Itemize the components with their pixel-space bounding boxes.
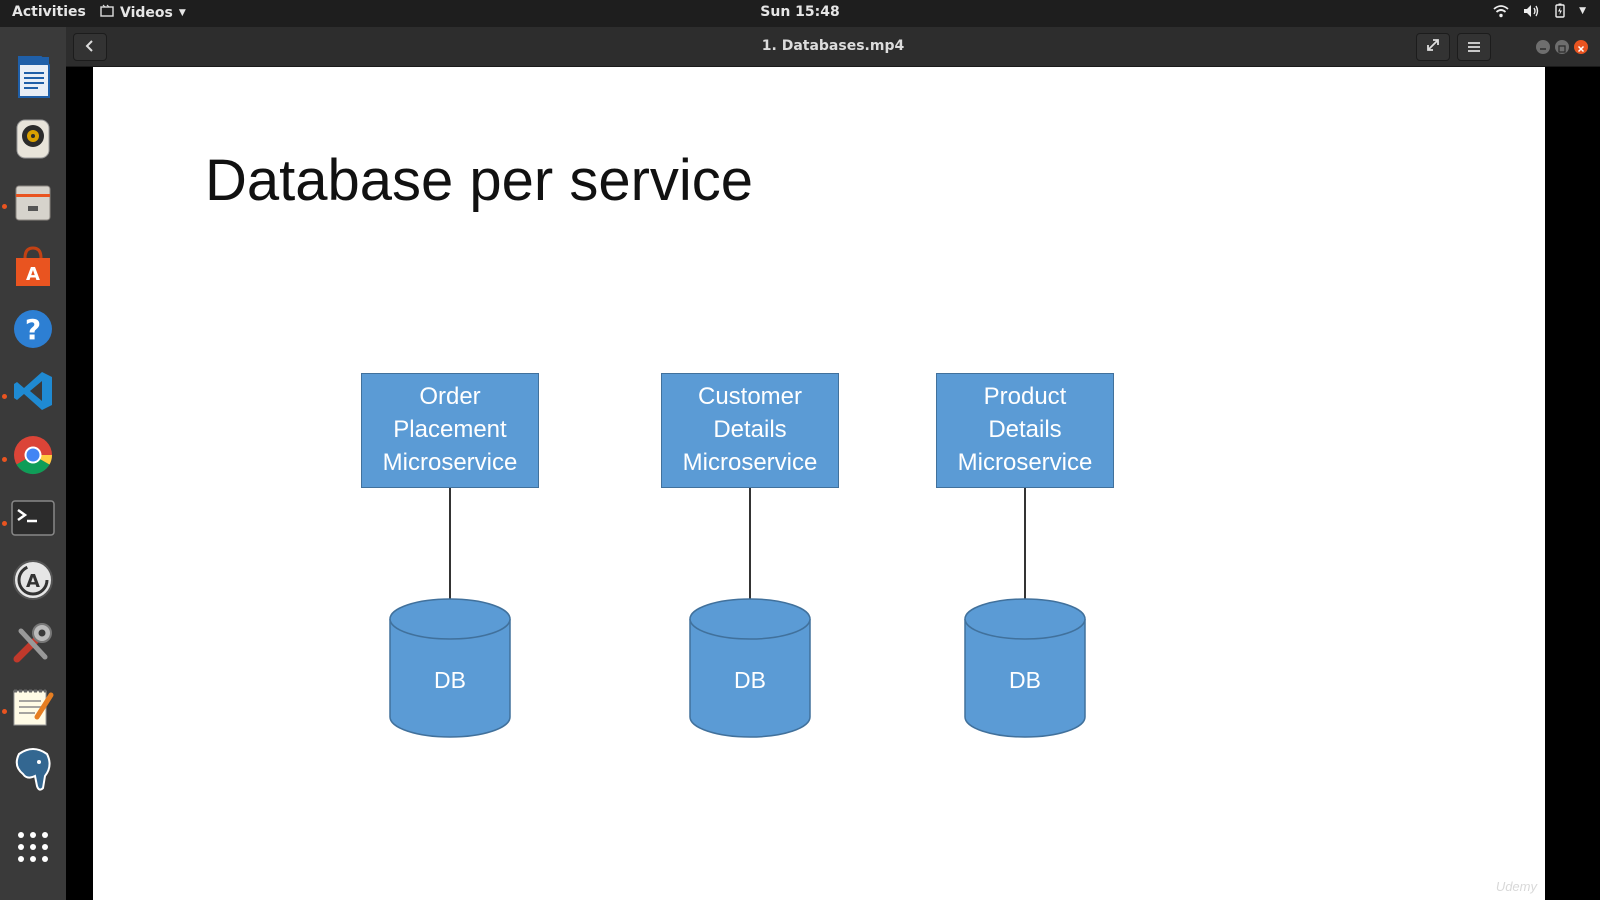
chevron-left-icon (84, 38, 96, 57)
minimize-icon (1539, 38, 1547, 57)
maximize-button[interactable] (1555, 40, 1569, 54)
svg-text:?: ? (25, 313, 41, 346)
running-indicator (2, 204, 7, 209)
service-label: Details (988, 416, 1062, 443)
text-editor-icon (11, 685, 55, 731)
service-label: Microservice (382, 449, 518, 476)
maximize-icon (1558, 38, 1566, 57)
files-icon (12, 182, 54, 228)
dock-item-software-updater[interactable]: A (9, 558, 57, 606)
dock-item-help[interactable]: ? (9, 307, 57, 355)
db-label: DB (1009, 667, 1041, 693)
show-applications-icon (15, 829, 51, 869)
svg-text:A: A (26, 571, 40, 592)
dock: A ? A (0, 27, 66, 900)
clock[interactable]: Sun 15:48 (760, 4, 840, 20)
app-menu-label: Videos (120, 5, 173, 21)
terminal-icon (11, 499, 55, 541)
fullscreen-icon (1425, 37, 1441, 57)
order-placement-service-box: Order Placement Microservice (361, 373, 539, 488)
running-indicator (2, 394, 7, 399)
header-bar: 1. Databases.mp4 (66, 27, 1600, 67)
db-label: DB (734, 667, 766, 693)
top-bar: Activities Videos ▼ Sun 15:48 ▼ (0, 0, 1600, 27)
minimize-button[interactable] (1536, 40, 1550, 54)
activities-button[interactable]: Activities (12, 4, 86, 20)
product-details-service-box: Product Details Microservice (936, 373, 1114, 488)
video-player[interactable]: Database per service (66, 67, 1600, 900)
diagram-connectors (389, 488, 1086, 738)
running-indicator (2, 709, 7, 714)
dock-item-ubuntu-software[interactable]: A (9, 244, 57, 292)
service-label: Microservice (957, 449, 1093, 476)
help-icon: ? (12, 308, 54, 354)
hamburger-menu-icon (1467, 38, 1481, 57)
libreoffice-writer-icon (13, 55, 53, 103)
dock-item-chrome[interactable] (9, 433, 57, 481)
software-updater-icon: A (12, 559, 54, 605)
running-indicator (2, 457, 7, 462)
tray-caret-icon: ▼ (1579, 5, 1586, 16)
database-cylinder-order (389, 598, 511, 738)
dock-item-show-applications[interactable] (9, 825, 57, 873)
back-button[interactable] (73, 33, 107, 61)
close-button[interactable] (1574, 40, 1588, 54)
chrome-icon (12, 434, 54, 480)
system-tray[interactable]: ▼ (1493, 3, 1586, 18)
service-label: Product (983, 383, 1067, 410)
dock-item-text-editor[interactable] (9, 684, 57, 732)
dock-item-system-tools[interactable] (9, 621, 57, 669)
vscode-icon (12, 370, 54, 416)
service-label: Order (419, 383, 481, 410)
service-label: Placement (393, 416, 507, 443)
wifi-icon (1493, 4, 1509, 18)
slide: Database per service (93, 67, 1545, 900)
running-indicator (2, 521, 7, 526)
rhythmbox-icon (13, 118, 53, 164)
videos-app-icon (100, 4, 114, 22)
dock-item-rhythmbox[interactable] (9, 117, 57, 165)
dock-item-terminal[interactable] (9, 496, 57, 544)
menu-button[interactable] (1457, 33, 1491, 61)
database-cylinder-product (964, 598, 1086, 738)
battery-icon (1555, 3, 1565, 18)
window-title: 1. Databases.mp4 (761, 38, 905, 54)
customer-details-service-box: Customer Details Microservice (661, 373, 839, 488)
dock-item-postgresql[interactable] (9, 747, 57, 795)
udemy-watermark: Udemy (1495, 879, 1537, 894)
dock-item-writer[interactable] (9, 55, 57, 103)
service-label: Microservice (682, 449, 818, 476)
dock-item-files[interactable] (9, 181, 57, 229)
service-label: Details (713, 416, 787, 443)
ubuntu-software-icon: A (12, 244, 54, 292)
close-icon (1577, 38, 1585, 57)
db-label: DB (434, 667, 466, 693)
postgresql-icon (11, 746, 55, 796)
dock-item-vscode[interactable] (9, 369, 57, 417)
slide-title: Database per service (205, 148, 754, 213)
database-cylinder-customer (689, 598, 811, 738)
volume-icon (1523, 4, 1541, 18)
fullscreen-button[interactable] (1416, 33, 1450, 61)
svg-text:A: A (26, 264, 40, 285)
service-label: Customer (697, 383, 803, 410)
chevron-down-icon: ▼ (178, 8, 186, 18)
system-tools-icon (11, 621, 55, 669)
app-menu[interactable]: Videos ▼ (100, 4, 186, 22)
